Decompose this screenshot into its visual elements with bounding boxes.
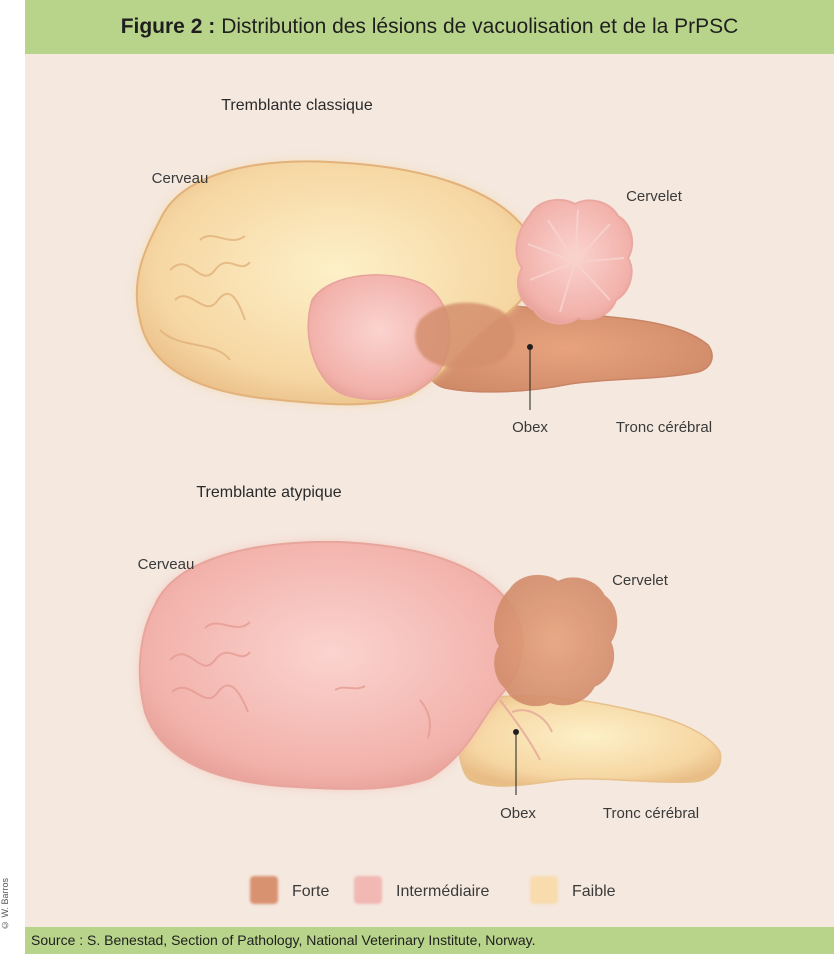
legend-item-faible: Faible <box>530 876 616 904</box>
image-credit: © W. Barros <box>0 870 18 930</box>
brain-atypique: Tremblante atypique Cerveau Cervelet Obe… <box>138 484 721 822</box>
brain-classique: Tremblante classique Cerveau Cerv <box>137 97 712 436</box>
label-tronc-atypique: Tronc cérébral <box>603 805 699 822</box>
legend-label-forte: Forte <box>292 883 329 900</box>
legend-item-forte: Forte <box>250 876 329 904</box>
label-cerveau-atypique: Cerveau <box>138 556 195 573</box>
source-footer: Source : S. Benestad, Section of Patholo… <box>25 927 834 954</box>
legend-swatch-forte <box>250 876 278 904</box>
diagram-title-atypique: Tremblante atypique <box>196 484 341 501</box>
legend-swatch-intermediaire <box>354 876 382 904</box>
brainstem-atypique <box>459 696 721 786</box>
label-cervelet-atypique: Cervelet <box>612 572 669 589</box>
legend-label-faible: Faible <box>572 883 616 900</box>
label-obex-classique: Obex <box>512 419 548 436</box>
label-tronc-classique: Tronc cérébral <box>616 419 712 436</box>
label-obex-atypique: Obex <box>500 805 536 822</box>
legend-item-intermediaire: Intermédiaire <box>354 876 489 904</box>
cerebellum-atypique <box>495 576 616 705</box>
label-cerveau-classique: Cerveau <box>152 170 209 187</box>
legend: Forte Intermédiaire Faible <box>250 876 616 904</box>
label-cervelet-classique: Cervelet <box>626 188 683 205</box>
diagram-title-classique: Tremblante classique <box>221 97 373 114</box>
legend-label-intermediaire: Intermédiaire <box>396 883 489 900</box>
legend-swatch-faible <box>530 876 558 904</box>
